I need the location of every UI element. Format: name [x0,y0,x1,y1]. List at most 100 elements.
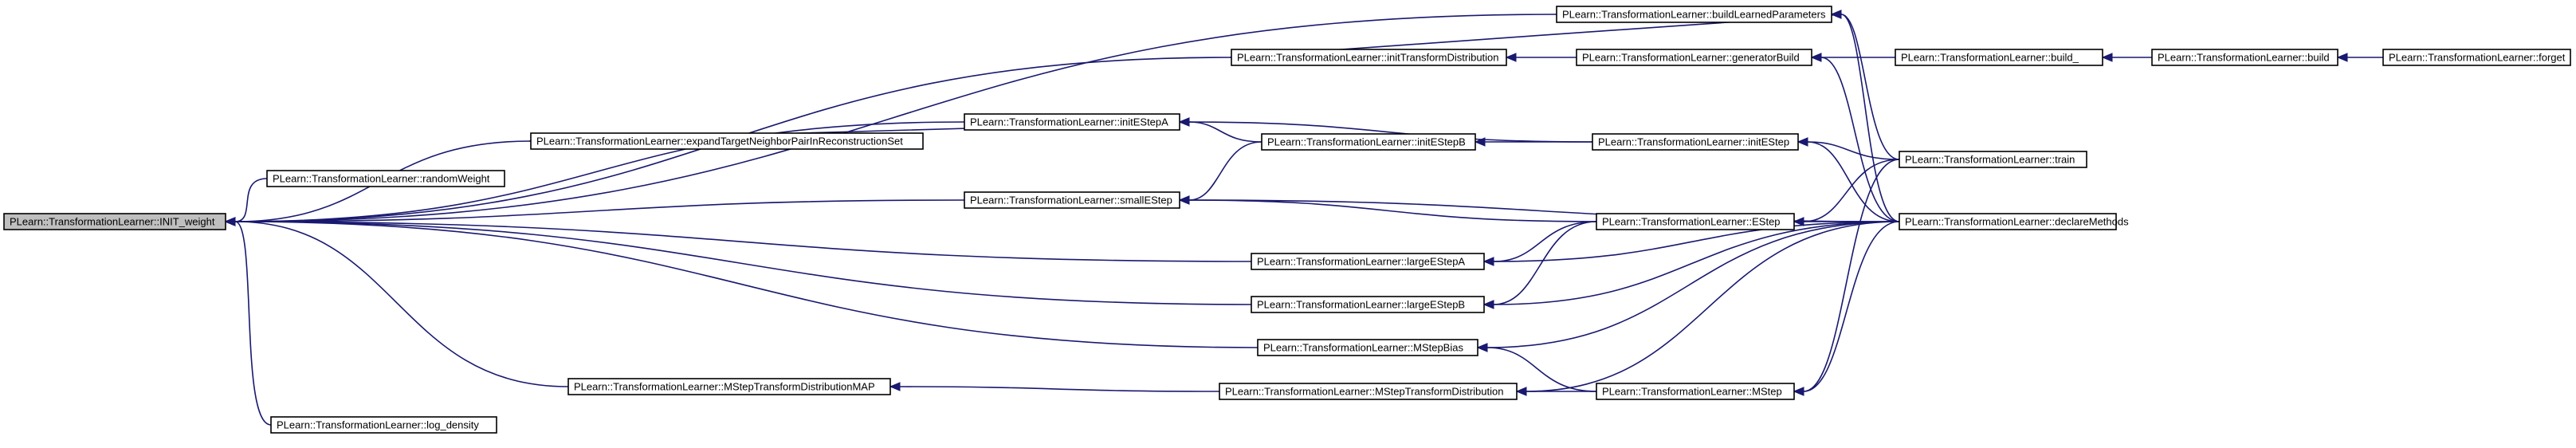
node-train[interactable]: PLearn::TransformationLearner::train [1899,151,2087,168]
node-build[interactable]: PLearn::TransformationLearner::build [2151,49,2338,66]
edge-arrowhead [1178,117,1190,127]
node-build-underscore[interactable]: PLearn::TransformationLearner::build_ [1895,49,2103,66]
node-label: PLearn::TransformationLearner::initTrans… [1237,52,1499,64]
edge-line [1807,141,1900,222]
nodes-layer: PLearn::TransformationLearner::INIT_weig… [3,6,2571,434]
node-estep[interactable]: PLearn::TransformationLearner::EStep [1596,213,1795,230]
node-label: PLearn::TransformationLearner::generator… [1582,52,1800,64]
node-box[interactable] [964,191,1180,209]
edge-forget-to-build [2336,53,2383,62]
node-label: PLearn::TransformationLearner::largeESte… [1257,299,1465,311]
node-box[interactable] [3,213,226,230]
node-box[interactable] [1251,296,1485,313]
node-box[interactable] [266,170,505,187]
edge-line [1803,221,1900,392]
node-label: PLearn::TransformationLearner::MStepBias [1263,342,1463,354]
node-mstep[interactable]: PLearn::TransformationLearner::MStep [1596,383,1795,400]
node-box[interactable] [1556,6,1832,23]
edge-line [1493,221,1597,262]
node-box[interactable] [530,132,924,150]
edge-arrowhead [1793,387,1804,396]
node-box[interactable] [1895,49,2103,66]
edge-arrowhead [2101,53,2113,62]
node-box[interactable] [1899,213,2117,230]
node-forget[interactable]: PLearn::TransformationLearner::forget [2382,49,2571,66]
node-label: PLearn::TransformationLearner::initEStep… [1267,136,1466,148]
edge-mstep-td-to-mstep-tdmap [889,382,1220,392]
node-mstep-td[interactable]: PLearn::TransformationLearner::MStepTran… [1219,383,1518,400]
edge-declare-methods-to-large-estep-b [1482,221,1900,309]
edge-line [234,221,1259,348]
edge-arrowhead [224,217,236,226]
node-mstep-tdmap[interactable]: PLearn::TransformationLearner::MStepTran… [567,378,891,395]
node-box[interactable] [2151,49,2338,66]
node-box[interactable] [1257,339,1478,356]
node-init-estep[interactable]: PLearn::TransformationLearner::initEStep [1592,133,1799,151]
edge-arrowhead [1178,195,1190,205]
edge-line [234,178,268,222]
edge-line [899,386,1220,392]
edge-line [1803,159,1900,392]
edge-line [1188,121,1262,143]
edge-line [1840,14,1900,160]
edge-line [1493,221,1900,305]
node-box[interactable] [1899,151,2087,168]
edge-declare-methods-to-build-learned-parameters [1830,10,1900,222]
node-label: PLearn::TransformationLearner::log_densi… [277,419,479,431]
node-box[interactable] [1251,253,1485,270]
node-box[interactable] [964,113,1180,131]
edge-arrowhead [1830,10,1842,19]
edge-init-estep-to-init-estep-a [1178,117,1593,143]
node-init-weight[interactable]: PLearn::TransformationLearner::INIT_weig… [3,213,226,230]
edge-generator-build-to-init-transform-distribution [1505,53,1577,62]
node-label: PLearn::TransformationLearner::MStepTran… [574,381,875,393]
node-build-learned-parameters[interactable]: PLearn::TransformationLearner::buildLear… [1556,6,1832,23]
node-large-estep-b[interactable]: PLearn::TransformationLearner::largeESte… [1251,296,1485,313]
node-box[interactable] [1592,133,1799,151]
edge-arrowhead [1505,53,1517,62]
node-small-estep[interactable]: PLearn::TransformationLearner::smallESte… [964,191,1180,209]
node-box[interactable] [1219,383,1518,400]
node-box[interactable] [1261,133,1476,151]
node-mstep-bias[interactable]: PLearn::TransformationLearner::MStepBias [1257,339,1478,356]
node-box[interactable] [1596,383,1795,400]
edge-declare-methods-to-large-estep-a [1482,221,1900,266]
node-box[interactable] [567,378,891,395]
edge-arrowhead [1810,53,1822,62]
edge-arrowhead [1793,217,1804,226]
edge-mstep-tdmap-to-init-weight [224,217,569,387]
node-box[interactable] [270,416,497,434]
edge-line [1188,141,1262,201]
edge-train-to-init-estep [1797,137,1900,160]
node-box[interactable] [1596,213,1795,230]
node-generator-build[interactable]: PLearn::TransformationLearner::generator… [1576,49,1812,66]
edge-declare-methods-to-mstep-td [1515,221,1900,396]
node-random-weight[interactable]: PLearn::TransformationLearner::randomWei… [266,170,505,187]
edge-line [234,14,1557,222]
edge-line [234,221,272,426]
node-label: PLearn::TransformationLearner::randomWei… [273,173,490,185]
node-declare-methods[interactable]: PLearn::TransformationLearner::declareMe… [1899,213,2129,230]
node-label: PLearn::TransformationLearner::buildLear… [1562,9,1826,21]
node-log-density[interactable]: PLearn::TransformationLearner::log_densi… [270,416,497,434]
edge-line [1188,121,1593,143]
node-init-estep-b[interactable]: PLearn::TransformationLearner::initEStep… [1261,133,1476,151]
node-label: PLearn::TransformationLearner::declareMe… [1905,216,2129,228]
edge-declare-methods-to-mstep [1793,221,1900,396]
edge-build-to-build-underscore [2101,53,2152,62]
node-label: PLearn::TransformationLearner::EStep [1602,216,1781,228]
edge-declare-methods-to-mstep-bias [1476,221,1900,352]
node-init-estep-a[interactable]: PLearn::TransformationLearner::initEStep… [964,113,1180,131]
edge-random-weight-to-init-weight [224,178,268,226]
edge-line [234,199,965,222]
node-label: PLearn::TransformationLearner::MStepTran… [1225,386,1503,398]
node-box[interactable] [2382,49,2571,66]
node-large-estep-a[interactable]: PLearn::TransformationLearner::largeESte… [1251,253,1485,270]
edge-line [1493,221,1597,305]
node-box[interactable] [1231,49,1507,66]
node-init-transform-distribution[interactable]: PLearn::TransformationLearner::initTrans… [1231,49,1507,66]
node-box[interactable] [1576,49,1812,66]
edges-layer [224,10,2383,426]
node-expand-target[interactable]: PLearn::TransformationLearner::expandTar… [530,132,924,150]
